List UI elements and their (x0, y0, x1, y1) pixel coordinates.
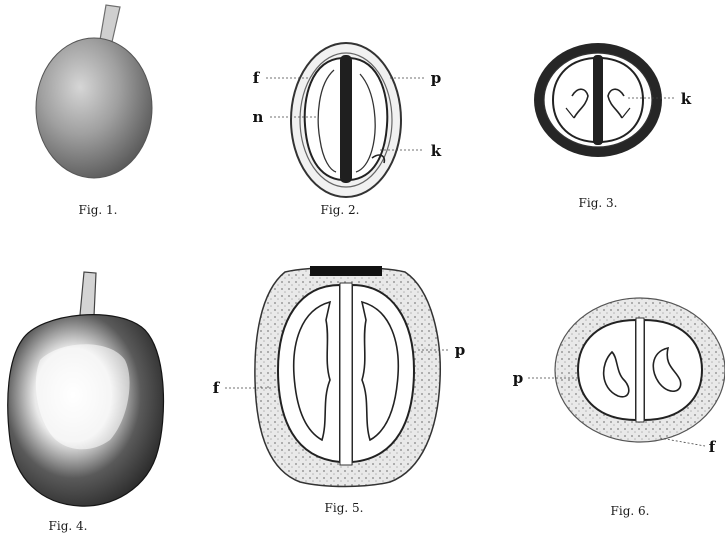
stalk (80, 272, 96, 316)
fig-5: f p Fig. 5. (213, 266, 465, 515)
label-k: k (431, 142, 442, 160)
fig-6-caption: Fig. 6. (611, 504, 650, 518)
label-f: f (213, 379, 221, 397)
septum (340, 55, 352, 183)
top-cap (310, 266, 382, 276)
fig-1: Fig. 1. (36, 5, 152, 217)
fig-6: p f Fig. 6. (513, 298, 725, 518)
fig-2: f p n k Fig. 2. (253, 43, 442, 217)
stalk (100, 5, 120, 42)
septum (593, 55, 603, 145)
label-n: n (253, 108, 264, 126)
label-p: p (455, 341, 466, 359)
fig-4: Fig. 4. (8, 272, 164, 533)
label-p: p (431, 69, 442, 87)
septum (340, 283, 352, 465)
fig-1-caption: Fig. 1. (79, 203, 118, 217)
fig-3: k Fig. 3. (534, 43, 692, 210)
fig-5-caption: Fig. 5. (325, 501, 364, 515)
label-p: p (513, 369, 524, 387)
label-f: f (709, 438, 717, 456)
fig-4-caption: Fig. 4. (49, 519, 88, 533)
fig-2-caption: Fig. 2. (321, 203, 360, 217)
fig-3-caption: Fig. 3. (579, 196, 618, 210)
label-f: f (253, 69, 261, 87)
label-k: k (681, 90, 692, 108)
fruit-gray (36, 38, 152, 178)
